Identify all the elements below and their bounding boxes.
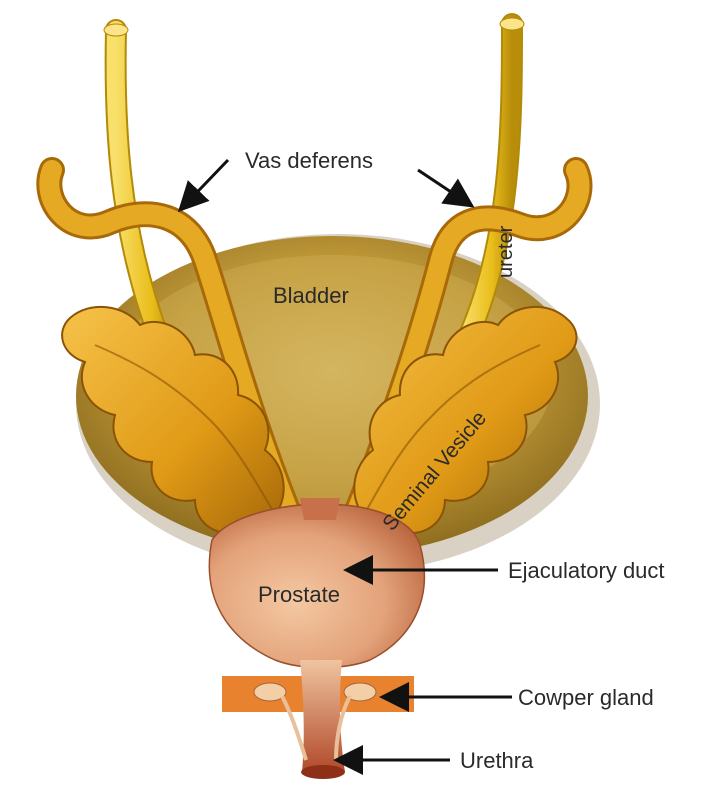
label-cowper-gland: Cowper gland [518, 685, 654, 710]
label-vas-deferens: Vas deferens [245, 148, 373, 173]
arrow-vas-deferens-left [180, 160, 228, 210]
label-prostate: Prostate [258, 582, 340, 607]
arrow-vas-deferens-right [418, 170, 472, 206]
label-urethra: Urethra [460, 748, 534, 773]
label-bladder: Bladder [273, 283, 349, 308]
label-ejaculatory-duct: Ejaculatory duct [508, 558, 665, 583]
label-ureter: ureter [495, 225, 517, 278]
